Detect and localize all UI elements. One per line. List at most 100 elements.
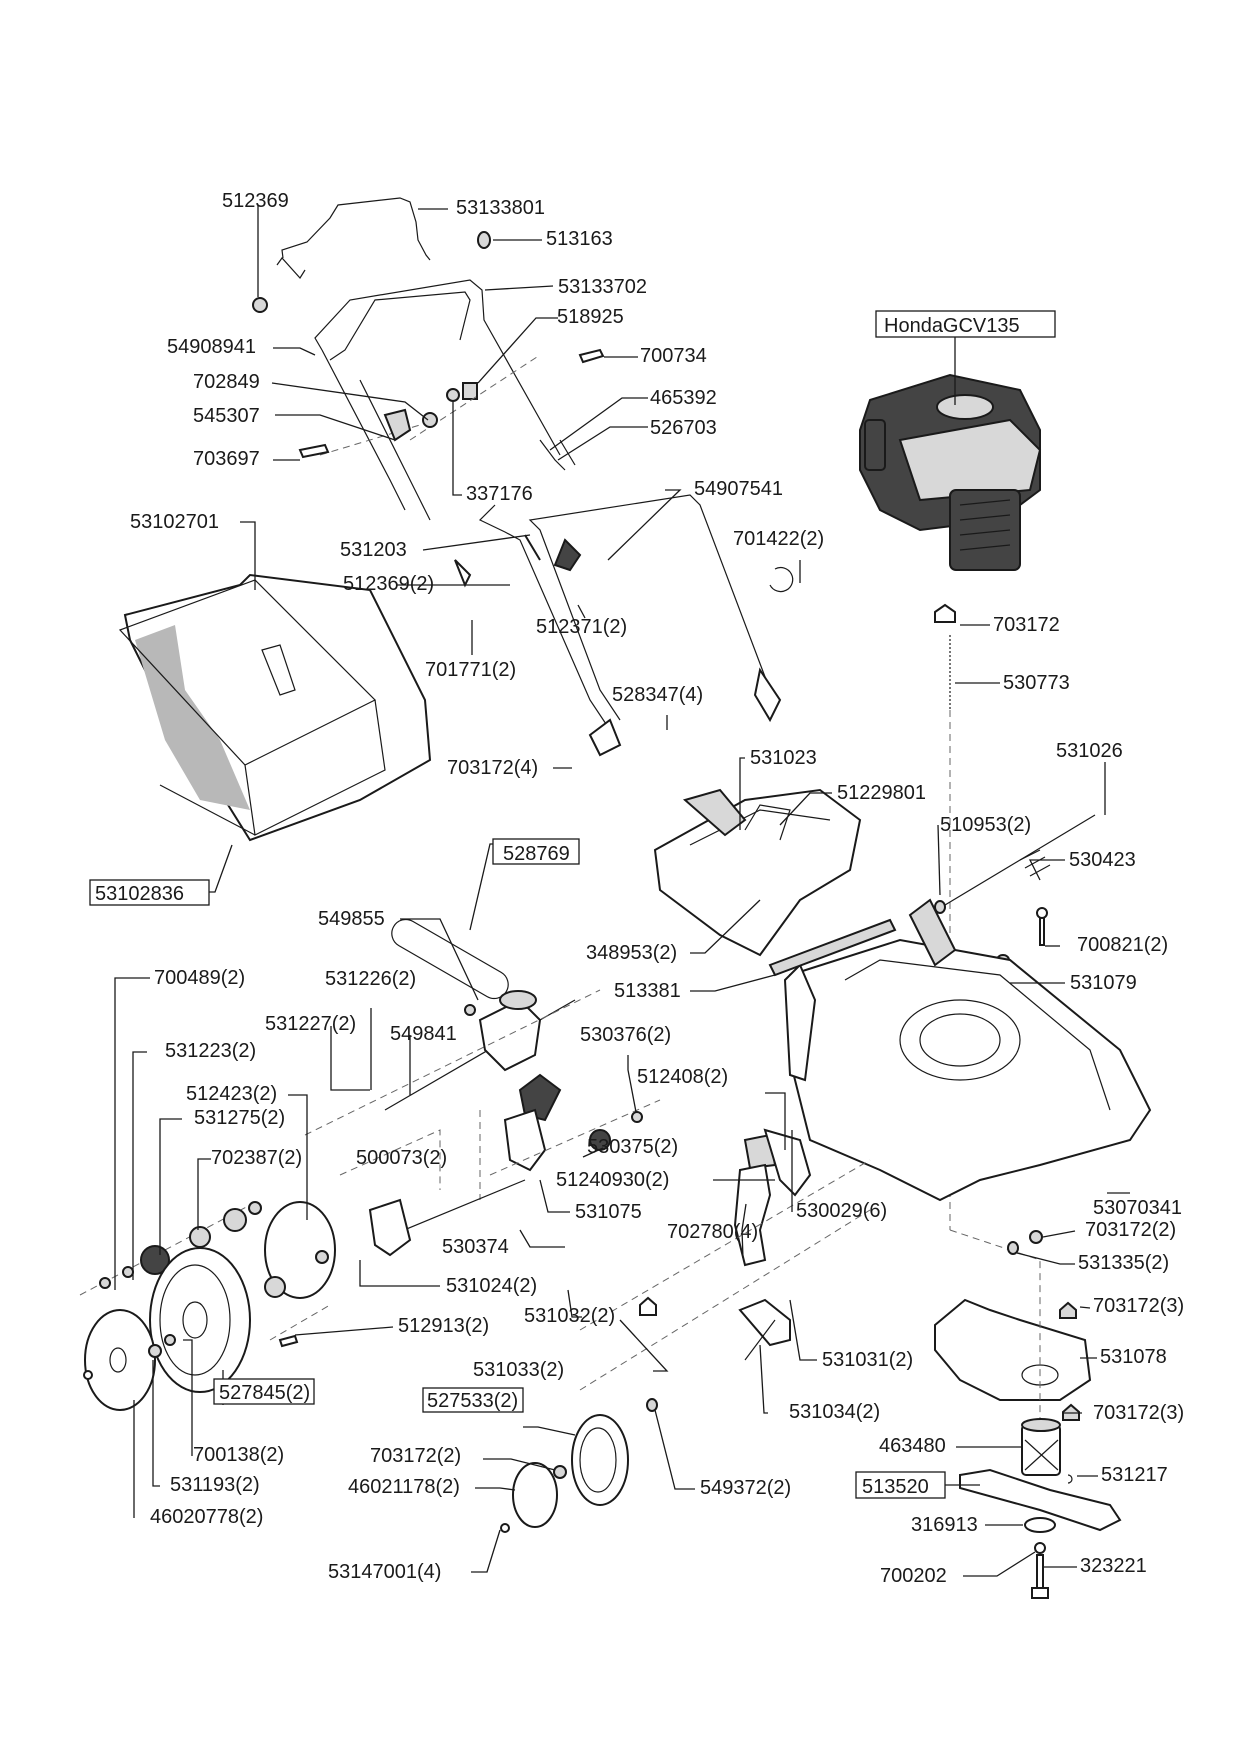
lever-part — [383, 408, 412, 442]
front-wheel — [571, 1414, 629, 1506]
part-label: 549372(2) — [700, 1477, 791, 1499]
belt-label-box — [492, 838, 580, 865]
part-label: 463480 — [879, 1435, 946, 1457]
part-label: 512369(2) — [343, 573, 434, 595]
knob-nut — [422, 412, 438, 428]
part-label: 531023 — [750, 747, 817, 769]
retaining-ring-part — [769, 566, 794, 593]
part-label: 702387(2) — [211, 1147, 302, 1169]
part-label: 549855 — [318, 908, 385, 930]
wheel-bracket — [738, 1298, 791, 1347]
part-labels: HondaGCV135 512369 53133801 513163 53133… — [95, 190, 1184, 1587]
nut-part — [553, 1465, 567, 1479]
washer-part — [248, 1201, 262, 1215]
part-label: 512423(2) — [186, 1083, 277, 1105]
catcher-bag-label-box — [89, 879, 210, 906]
part-label: 51229801 — [837, 782, 926, 804]
screw-part — [278, 1334, 299, 1348]
part-label: 531026 — [1056, 740, 1123, 762]
blade-washer — [1024, 1517, 1056, 1533]
part-label: 700202 — [880, 1565, 947, 1587]
leader-lines — [114, 205, 1130, 1577]
part-label: 531223(2) — [165, 1040, 256, 1062]
part-label: 513381 — [614, 980, 681, 1002]
part-label: 700734 — [640, 345, 707, 367]
part-label: 53102836 — [95, 883, 184, 905]
part-label: 530029(6) — [796, 1200, 887, 1222]
part-label: 531335(2) — [1078, 1252, 1169, 1274]
engine-label: HondaGCV135 — [884, 315, 1020, 337]
part-label: 51240930(2) — [556, 1169, 669, 1191]
bushing-part — [264, 1276, 286, 1298]
axle-pin — [744, 1319, 776, 1361]
engine-label-box — [875, 310, 1056, 338]
part-label: 531024(2) — [446, 1275, 537, 1297]
cutting-blade — [959, 1468, 1122, 1532]
blade-holder — [1021, 1418, 1061, 1476]
part-label: 512913(2) — [398, 1315, 489, 1337]
part-label: 526703 — [650, 417, 717, 439]
blade-label-box — [855, 1471, 946, 1499]
washer-part — [477, 231, 491, 249]
gearbox — [384, 990, 576, 1111]
nut-part — [446, 388, 460, 402]
part-label: 531227(2) — [265, 1013, 356, 1035]
blade-adapter-housing — [934, 1298, 1092, 1401]
part-label: 53102701 — [130, 511, 219, 533]
part-label: 530773 — [1003, 672, 1070, 694]
part-label: 531031(2) — [822, 1349, 913, 1371]
axle-bracket — [368, 1198, 412, 1257]
part-label: 512408(2) — [637, 1066, 728, 1088]
deck-strip — [768, 918, 897, 977]
grass-catcher — [118, 573, 432, 842]
part-label: 531193(2) — [170, 1474, 260, 1496]
washer-part — [122, 1266, 134, 1278]
washer-part — [99, 1277, 111, 1289]
part-label: 527533(2) — [427, 1390, 518, 1412]
part-label: 703172(3) — [1093, 1295, 1184, 1317]
part-label: 53133702 — [558, 276, 647, 298]
front-wheel-label-box — [422, 1387, 524, 1413]
front-wheel-cap — [512, 1462, 558, 1528]
part-label: 530376(2) — [580, 1024, 671, 1046]
part-label: 527845(2) — [219, 1382, 310, 1404]
part-label: 531032(2) — [524, 1305, 615, 1327]
part-label: 531226(2) — [325, 968, 416, 990]
part-label: 54908941 — [167, 336, 256, 358]
clutch-lever-grip — [518, 1073, 562, 1122]
part-label: 703172 — [993, 614, 1060, 636]
part-label: 531033(2) — [473, 1359, 564, 1381]
washer-part — [1007, 1241, 1019, 1255]
part-label: 528347(4) — [612, 684, 703, 706]
part-label: 46021178(2) — [348, 1476, 460, 1498]
part-label: 518925 — [557, 306, 624, 328]
part-label: 701771(2) — [425, 659, 516, 681]
washer-part — [315, 1250, 329, 1264]
part-label: 703172(2) — [370, 1445, 461, 1467]
engine — [859, 373, 1042, 571]
part-label: 530375(2) — [587, 1136, 678, 1158]
nut-part — [148, 1344, 162, 1358]
part-label: 528769 — [503, 843, 570, 865]
part-label: 700489(2) — [154, 967, 245, 989]
part-label: 512369 — [222, 190, 289, 212]
part-label: 531078 — [1100, 1346, 1167, 1368]
spring-part — [223, 1208, 247, 1232]
gear-part — [140, 1245, 170, 1275]
washer-part — [646, 1398, 658, 1412]
part-label: 700821(2) — [1077, 934, 1168, 956]
flange-nut-part — [934, 603, 956, 623]
screw-part — [298, 443, 330, 459]
part-label: 531203 — [340, 539, 407, 561]
part-label: 337176 — [466, 483, 533, 505]
part-label: 513520 — [862, 1476, 929, 1498]
cap-part — [83, 1370, 93, 1380]
part-label: 53147001(4) — [328, 1561, 441, 1583]
part-label: 54907541 — [694, 478, 783, 500]
part-label: 700138(2) — [193, 1444, 284, 1466]
screw-part — [578, 348, 605, 364]
rear-wheel-label-box — [213, 1378, 315, 1405]
part-label: 510953(2) — [940, 814, 1031, 836]
part-label: 46020778(2) — [150, 1506, 263, 1528]
